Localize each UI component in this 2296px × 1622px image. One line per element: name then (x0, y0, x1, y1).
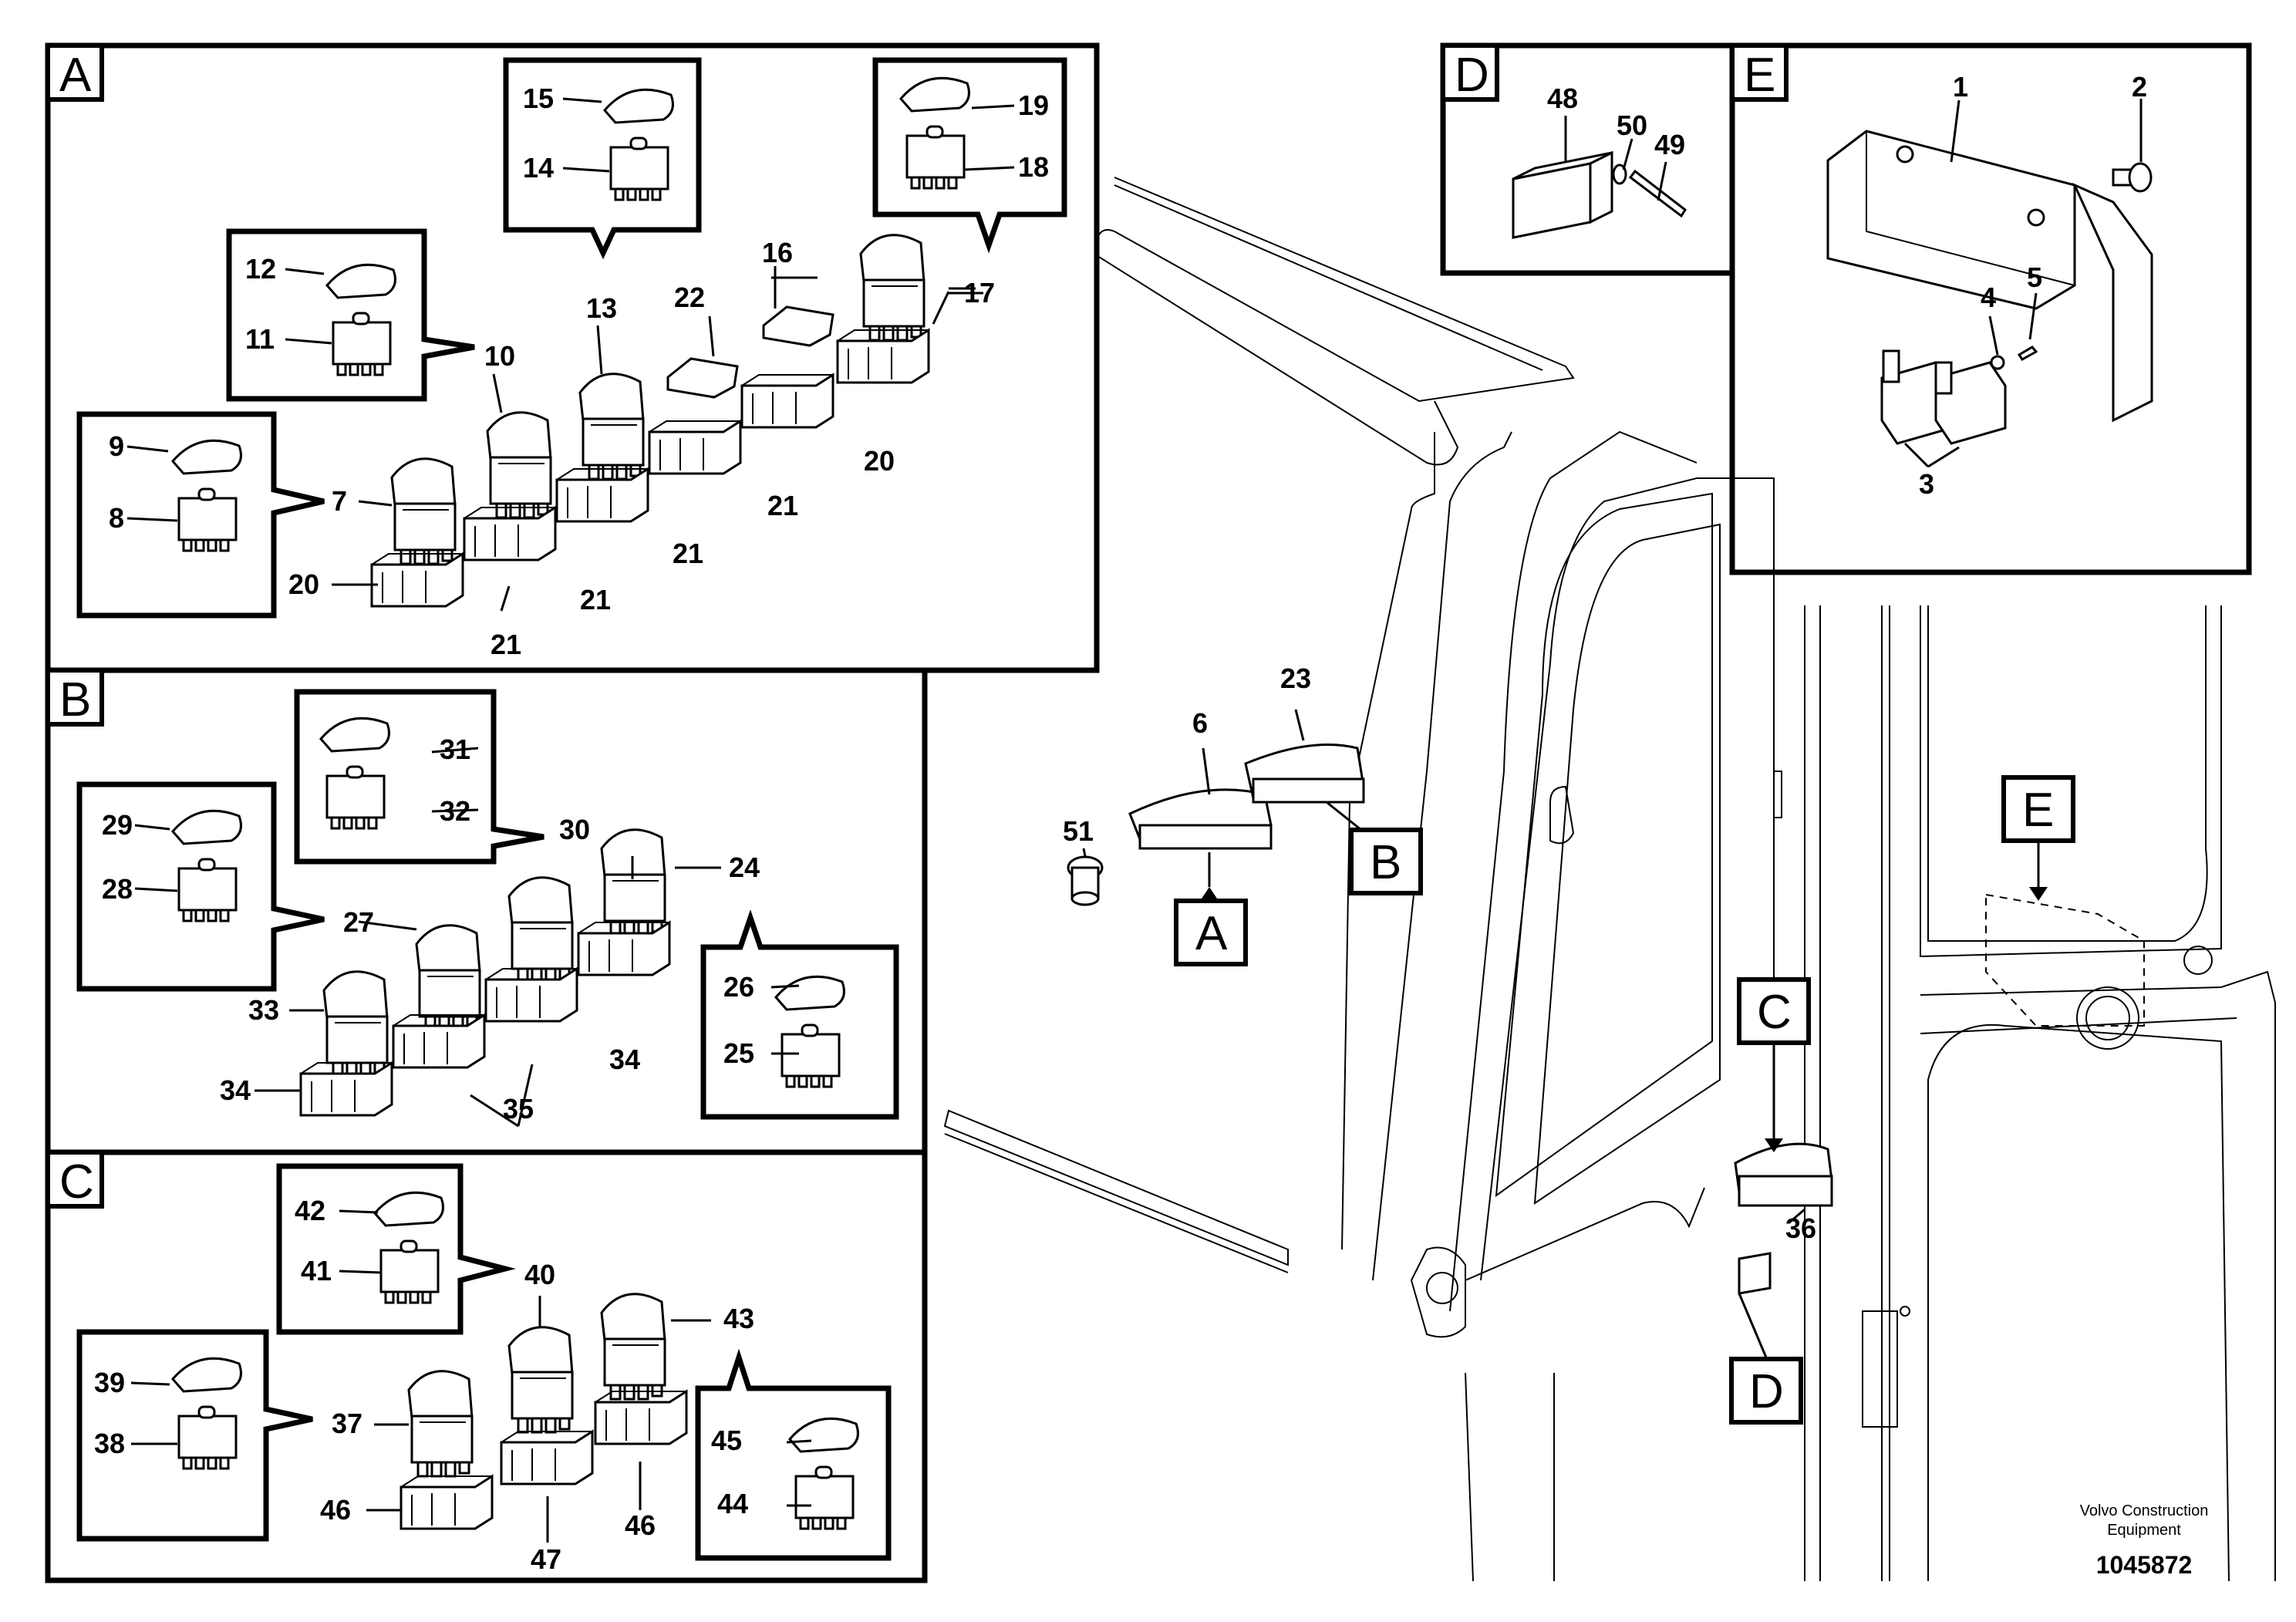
label-17: 17 (964, 277, 995, 309)
zoom-box-10 (226, 228, 475, 402)
callout-a-label: A (1195, 907, 1228, 960)
label-46-a: 46 (320, 1494, 351, 1526)
section-d-label: D (1455, 49, 1489, 102)
label-14: 14 (523, 152, 554, 184)
label-20-a: 20 (864, 445, 895, 477)
label-33: 33 (248, 994, 279, 1026)
label-21-d: 21 (491, 629, 521, 660)
footer: Volvo Construction Equipment 1045872 (2080, 1502, 2209, 1579)
label-40: 40 (524, 1259, 555, 1290)
label-34-a: 34 (220, 1074, 251, 1106)
label-26: 26 (723, 971, 754, 1003)
label-44: 44 (717, 1488, 748, 1519)
callout-e-label: E (2022, 784, 2054, 837)
label-4: 4 (1981, 282, 1996, 313)
zoom-box-17 (872, 57, 1067, 254)
label-35: 35 (503, 1093, 534, 1125)
label-10: 10 (484, 340, 515, 372)
label-39: 39 (94, 1367, 125, 1398)
label-2: 2 (2132, 71, 2147, 103)
callout-a-box (1174, 899, 1248, 966)
label-50: 50 (1617, 110, 1647, 141)
label-43: 43 (723, 1303, 754, 1334)
section-b: B 29 28 31 32 27 30 24 26 25 33 34 34 35 (45, 667, 928, 1155)
section-c: C 39 38 42 41 37 40 43 45 44 46 46 47 (45, 1149, 928, 1583)
company-line-1: Volvo Construction (2080, 1502, 2209, 1519)
callout-d-label: D (1749, 1365, 1784, 1418)
label-41: 41 (301, 1255, 332, 1286)
section-c-label: C (59, 1155, 94, 1209)
label-37: 37 (332, 1408, 362, 1439)
label-27: 27 (343, 906, 374, 938)
label-9: 9 (109, 430, 124, 462)
callout-b-box (1349, 828, 1423, 895)
label-30: 30 (559, 814, 590, 845)
zoom-box-27 (76, 781, 325, 992)
callout-c-label: C (1757, 986, 1792, 1039)
label-25: 25 (723, 1037, 754, 1069)
document-number: 1045872 (2096, 1551, 2193, 1579)
cab-illustration: 51 6 23 36 A B C D E (943, 177, 2276, 1582)
label-48: 48 (1547, 83, 1578, 114)
label-23: 23 (1280, 663, 1311, 694)
label-11: 11 (245, 323, 275, 355)
label-46-b: 46 (625, 1509, 656, 1541)
callout-c-box (1737, 977, 1811, 1045)
label-16: 16 (762, 237, 793, 268)
label-13: 13 (586, 292, 617, 324)
label-22: 22 (674, 282, 705, 313)
company-line-2: Equipment (2107, 1522, 2181, 1539)
section-b-label: B (59, 673, 91, 727)
label-19: 19 (1018, 89, 1049, 121)
label-36: 36 (1785, 1212, 1816, 1244)
section-e-label: E (1744, 49, 1775, 102)
label-6: 6 (1192, 707, 1208, 739)
zoom-box-40 (276, 1163, 516, 1335)
zoom-box-43 (695, 1348, 892, 1561)
label-1: 1 (1953, 71, 1968, 103)
label-45: 45 (711, 1425, 742, 1456)
label-21-b: 21 (673, 538, 703, 569)
label-42: 42 (295, 1195, 325, 1226)
section-e: E 1 2 4 5 3 (1729, 42, 2252, 575)
label-47: 47 (531, 1543, 561, 1575)
label-28: 28 (102, 873, 133, 905)
section-a: A 9 8 12 11 15 14 19 18 7 10 (45, 42, 1100, 673)
section-a-label: A (59, 49, 92, 102)
callout-e-box (2001, 775, 2075, 843)
label-3: 3 (1919, 468, 1934, 500)
label-12: 12 (245, 253, 276, 285)
label-24: 24 (729, 851, 760, 883)
zoom-box-7 (76, 411, 325, 619)
label-38: 38 (94, 1428, 125, 1459)
callout-d-box (1729, 1357, 1803, 1425)
label-18: 18 (1018, 151, 1049, 183)
label-51: 51 (1063, 815, 1094, 847)
zoom-box-30 (294, 689, 544, 865)
label-34-b: 34 (609, 1044, 640, 1075)
label-21-c: 21 (580, 584, 611, 615)
zoom-box-24 (700, 909, 899, 1120)
label-31: 31 (440, 733, 470, 765)
label-49: 49 (1654, 129, 1685, 160)
label-21-a: 21 (767, 490, 798, 521)
label-15: 15 (523, 83, 554, 114)
zoom-box-13 (503, 57, 702, 260)
section-d: D 48 50 49 (1440, 42, 1735, 276)
label-7: 7 (332, 485, 347, 517)
callout-b-label: B (1370, 836, 1401, 889)
label-5: 5 (2027, 261, 2042, 293)
section-e-frame (1729, 42, 2252, 575)
label-29: 29 (102, 809, 133, 841)
label-20-b: 20 (288, 568, 319, 600)
label-8: 8 (109, 502, 124, 534)
section-c-frame (45, 1149, 928, 1583)
label-32: 32 (440, 795, 470, 827)
zoom-box-37 (76, 1329, 313, 1542)
